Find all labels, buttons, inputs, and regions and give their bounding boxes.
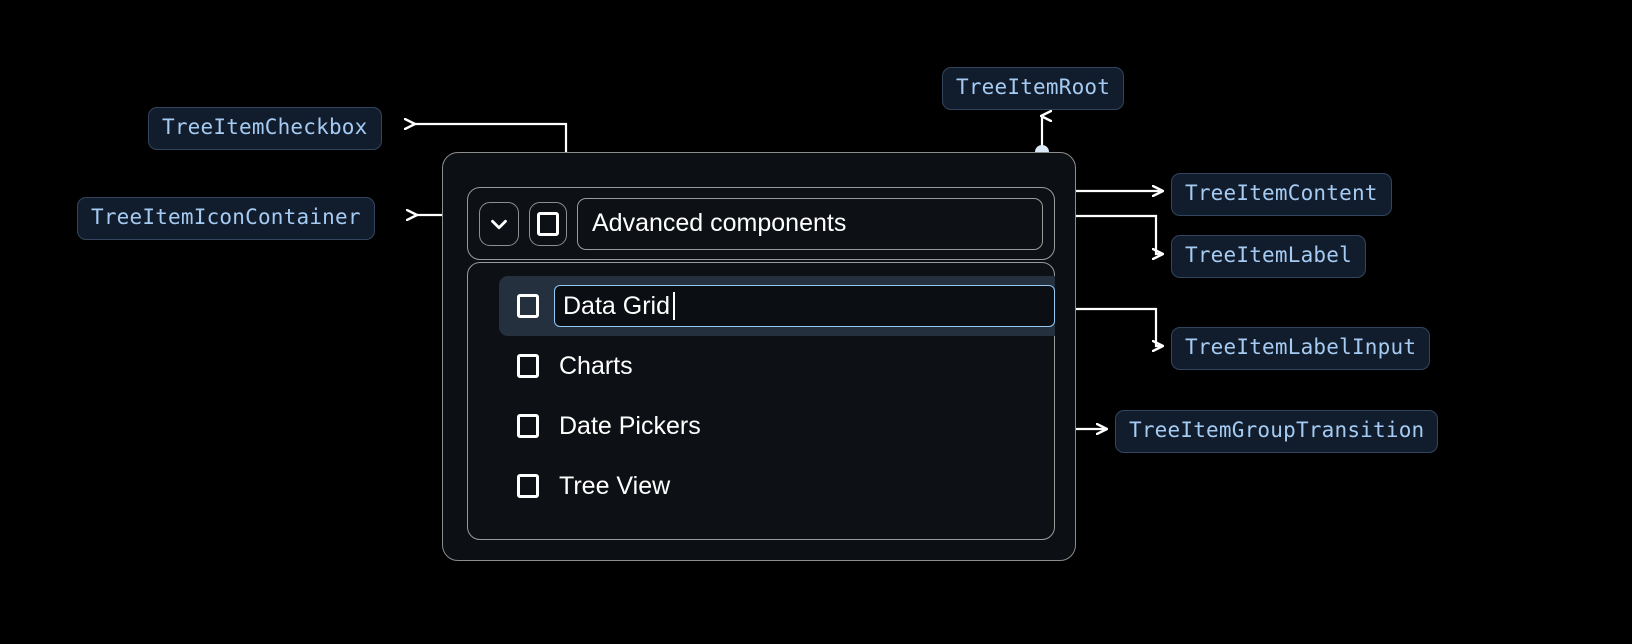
tree-item-label[interactable]: Date Pickers [559,411,701,440]
annotation-chip-root: TreeItemRoot [942,67,1125,110]
annotation-label: TreeItemLabelInput [1185,335,1417,359]
annotation-chip-label-input: TreeItemLabelInput [1171,327,1431,370]
annotation-label: TreeItemCheckbox [162,115,368,139]
tree-item-label-input[interactable]: Data Grid [554,285,1055,327]
tree-item-group-transition: Data Grid Charts Date Pickers Tree View [467,262,1055,540]
text-caret [672,292,675,320]
tree-item-checkbox[interactable] [517,474,539,498]
annotation-chip-icon-container: TreeItemIconContainer [77,197,375,240]
tree-item-checkbox[interactable] [517,294,539,318]
tree-item-label[interactable]: Advanced components [577,197,1043,250]
tree-item-row[interactable]: Date Pickers [499,396,1054,456]
annotation-label: TreeItemGroupTransition [1129,418,1425,442]
tree-item-label[interactable]: Tree View [559,471,671,500]
annotation-label: TreeItemLabel [1185,243,1352,267]
annotation-chip-label: TreeItemLabel [1171,235,1366,278]
annotation-label: TreeItemRoot [956,75,1111,99]
tree-item-checkbox[interactable] [529,201,567,246]
tree-item-icon-container[interactable] [479,201,519,246]
tree-item-label-text: Advanced components [592,209,847,237]
annotation-chip-group-transition: TreeItemGroupTransition [1115,410,1439,453]
checkbox-square-icon [537,211,559,236]
tree-item-content[interactable]: Advanced components [467,187,1055,260]
chevron-down-icon [491,219,507,229]
annotation-chip-checkbox: TreeItemCheckbox [148,107,382,150]
tree-item-row[interactable]: Data Grid [499,276,1055,336]
tree-item-label-input-value: Data Grid [563,291,670,320]
tree-item-root[interactable]: Advanced components Data Grid Charts Dat… [442,152,1076,561]
tree-item-row[interactable]: Tree View [499,456,1054,516]
tree-item-checkbox[interactable] [517,414,539,438]
tree-item-row[interactable]: Charts [499,336,1054,396]
tree-item-checkbox[interactable] [517,354,539,378]
annotation-label: TreeItemContent [1185,181,1378,205]
annotation-chip-content: TreeItemContent [1171,173,1392,216]
tree-item-label[interactable]: Charts [559,351,633,380]
annotation-label: TreeItemIconContainer [91,205,361,229]
